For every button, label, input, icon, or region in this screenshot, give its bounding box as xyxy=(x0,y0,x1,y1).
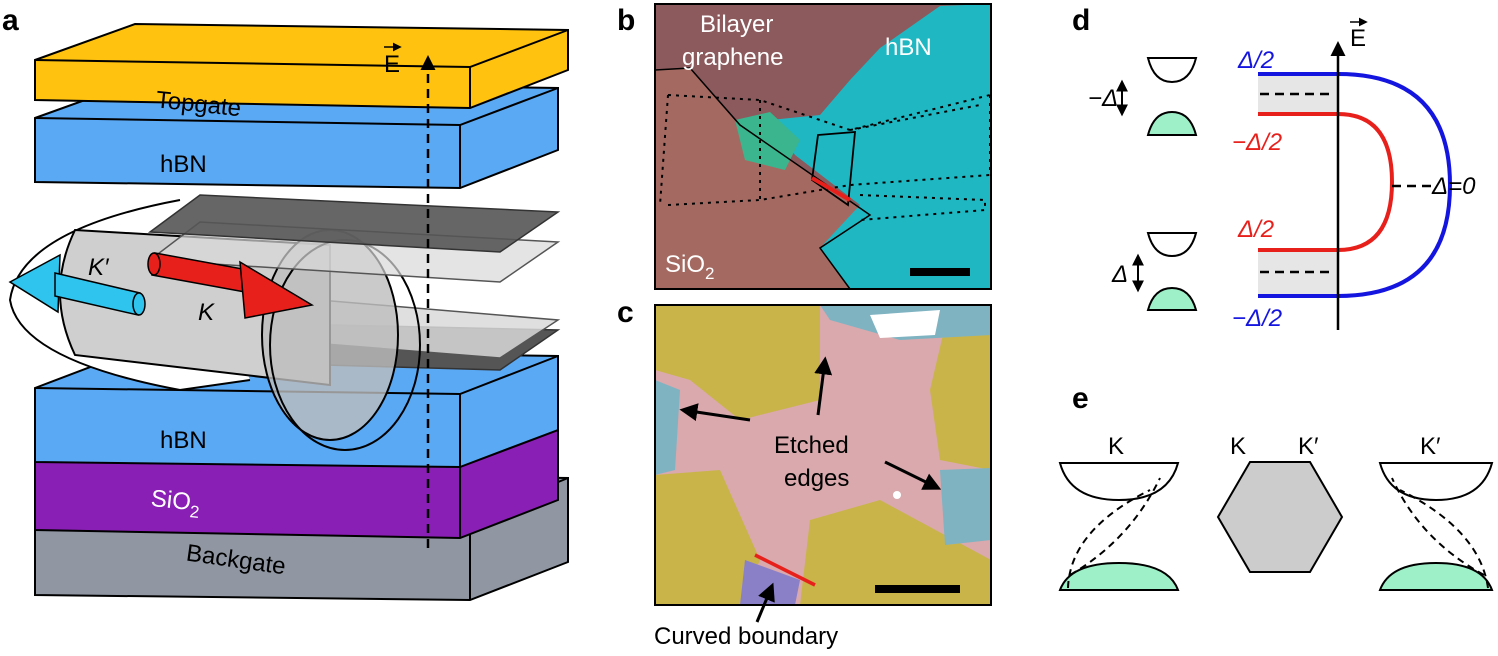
hbn-top-label: hBN xyxy=(160,151,207,178)
panel-c: c Etched edges Curved boundary xyxy=(617,296,992,650)
sio2-layer-label: SiO2 xyxy=(149,485,202,522)
red-curve xyxy=(1258,112,1395,252)
right-valence-band xyxy=(1378,561,1494,591)
conduction-band-bottom xyxy=(1146,232,1198,258)
panel-e-letter: e xyxy=(1072,382,1089,415)
panel-d-letter: d xyxy=(1072,4,1090,37)
blue-curve xyxy=(1258,72,1453,298)
hbn-bottom-label: hBN xyxy=(160,427,207,454)
k-prime-arrow xyxy=(8,253,146,316)
right-valley-label: K′ xyxy=(1420,433,1441,460)
gap-label-bottom: Δ xyxy=(1111,261,1128,288)
graphene-label: graphene xyxy=(682,44,783,71)
hbn-label-b: hBN xyxy=(885,34,932,61)
zero-label: Δ=0 xyxy=(1431,173,1476,200)
field-label-d: E xyxy=(1350,17,1368,52)
field-label-a: E xyxy=(384,42,402,78)
gap-label-top: −Δ xyxy=(1088,85,1118,112)
top-blue-label: Δ/2 xyxy=(1237,47,1274,74)
panel-d: d −Δ Δ E Δ/2 −Δ/2 Δ/2 −Δ/2 Δ=0 xyxy=(1072,4,1476,332)
center-k-label: K xyxy=(1230,433,1246,460)
graphene-sheet-top xyxy=(147,194,561,253)
top-red-label: −Δ/2 xyxy=(1232,129,1282,156)
panel-b-letter: b xyxy=(617,4,635,37)
valence-band-top xyxy=(1146,110,1198,136)
left-edge-states xyxy=(1067,477,1161,589)
valence-band-bottom xyxy=(1146,286,1198,311)
micrograph-b xyxy=(654,3,992,290)
left-valley-label: K xyxy=(1108,433,1124,460)
svg-text:E: E xyxy=(384,51,400,78)
conduction-band-top xyxy=(1146,57,1198,84)
bilayer-label: Bilayer xyxy=(700,11,773,38)
panel-a: a Backgate SiO2 hBN xyxy=(2,4,569,602)
curved-boundary-label: Curved boundary xyxy=(654,623,838,650)
panel-a-letter: a xyxy=(2,4,19,37)
k-prime-label: K′ xyxy=(88,254,110,281)
brillouin-zone-hexagon xyxy=(1216,461,1344,573)
bottom-red-label: Δ/2 xyxy=(1237,216,1274,243)
micrograph-c xyxy=(654,304,992,623)
k-arrow xyxy=(147,252,315,319)
svg-text:E: E xyxy=(1350,25,1366,52)
panel-c-letter: c xyxy=(617,296,634,329)
edges-label: edges xyxy=(784,465,849,492)
etched-label: Etched xyxy=(774,432,849,459)
k-label: K xyxy=(198,299,215,326)
panel-e: e K K K′ K′ xyxy=(1058,382,1494,591)
sio2-label-b: SiO2 xyxy=(665,251,714,283)
right-conduction-band xyxy=(1378,462,1494,502)
right-edge-states xyxy=(1391,477,1489,589)
center-k-prime-label: K′ xyxy=(1298,433,1319,460)
panel-b: b Bilayer graphene hBN SiO2 xyxy=(617,3,992,290)
bottom-blue-label: −Δ/2 xyxy=(1232,305,1282,332)
left-conduction-band xyxy=(1058,462,1180,502)
left-valence-band xyxy=(1058,561,1180,591)
